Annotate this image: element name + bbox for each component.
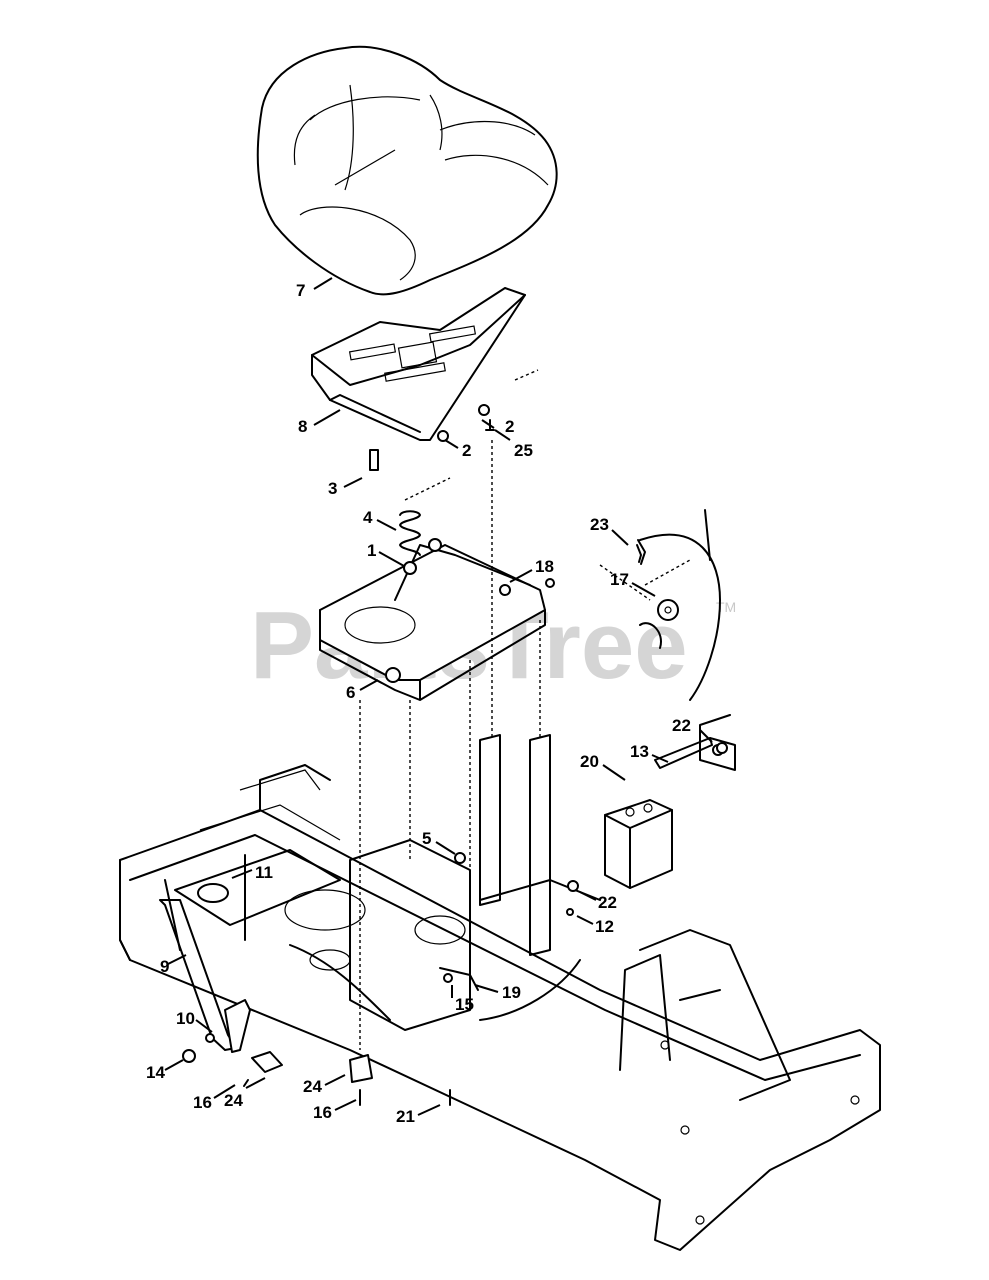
callout-12: 12 <box>595 917 614 936</box>
key-switch-panel[interactable] <box>637 509 721 701</box>
seat[interactable] <box>256 45 558 296</box>
callout-5: 5 <box>422 829 431 848</box>
callout-6: 6 <box>346 683 355 702</box>
main-frame[interactable] <box>119 764 881 1251</box>
callout-2b: 2 <box>462 441 471 460</box>
callout-3: 3 <box>328 479 337 498</box>
callout-23: 23 <box>590 515 609 534</box>
callout-21: 21 <box>396 1107 415 1126</box>
callout-2a: 2 <box>505 417 514 436</box>
hardware-seat-pan <box>369 404 495 471</box>
callout-4: 4 <box>363 508 373 527</box>
callout-22a: 22 <box>672 716 691 735</box>
callout-25: 25 <box>514 441 533 460</box>
callout-24b: 24 <box>303 1077 322 1096</box>
lever[interactable] <box>159 899 251 1053</box>
callout-7: 7 <box>296 281 305 300</box>
callout-22b: 22 <box>598 893 617 912</box>
callout-15: 15 <box>455 995 474 1014</box>
alignment-lines <box>359 440 691 1050</box>
leader-lines <box>164 277 713 1116</box>
callout-19: 19 <box>502 983 521 1002</box>
callout-10: 10 <box>176 1009 195 1028</box>
callout-labels: 7 8 2 2 25 3 4 1 18 23 17 6 22 13 20 5 1… <box>146 281 691 1126</box>
callout-13: 13 <box>630 742 649 761</box>
callout-17: 17 <box>610 570 629 589</box>
callout-8: 8 <box>298 417 307 436</box>
small-parts <box>182 544 728 1106</box>
callout-1: 1 <box>367 541 376 560</box>
callout-16a: 16 <box>193 1093 212 1112</box>
callout-16b: 16 <box>313 1103 332 1122</box>
watermark-trademark: TM <box>716 599 736 615</box>
callout-24a: 24 <box>224 1091 243 1110</box>
seat-base-frame[interactable] <box>319 538 555 701</box>
seat-pan[interactable] <box>311 287 539 441</box>
callout-11: 11 <box>255 863 273 882</box>
callout-20: 20 <box>580 752 599 771</box>
callout-18: 18 <box>535 557 554 576</box>
callout-9: 9 <box>160 957 169 976</box>
spring[interactable] <box>399 510 421 556</box>
battery[interactable] <box>604 799 673 889</box>
callout-14: 14 <box>146 1063 165 1082</box>
